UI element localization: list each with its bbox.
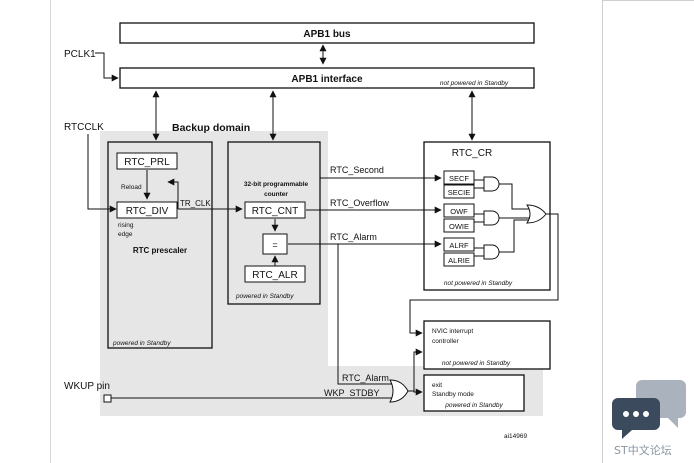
- and-gate-second: [483, 176, 500, 192]
- owie-box: [443, 218, 475, 233]
- nvic-label-line1: NVIC interrupt: [432, 328, 473, 335]
- apb1-interface-box: [119, 67, 535, 89]
- nvic-label-line2: controller: [432, 338, 460, 345]
- alrie-box: [443, 252, 475, 267]
- rtc-cnt-label: RTC_CNT: [252, 206, 298, 217]
- compare-label: =: [272, 240, 277, 250]
- and-gate-alarm: [483, 244, 500, 260]
- alarm-wakeup-line: [337, 244, 392, 385]
- rtc-cr-label: RTC_CR: [452, 148, 492, 159]
- nvic-not-powered-label: not powered in Standby: [442, 360, 511, 367]
- and-gate-overflow: [483, 210, 500, 226]
- rtcclk-line: [87, 134, 117, 213]
- exit-powered-label: powered in Standby: [444, 402, 503, 409]
- counter-title-line1: 32-bit programmable: [244, 181, 309, 188]
- rtc-cnt-box: [244, 201, 306, 219]
- rtc-prl-label: RTC_PRL: [124, 157, 170, 168]
- pclk1-label: PCLK1: [64, 49, 96, 60]
- nvic-block: [423, 320, 551, 370]
- prescaler-powered-label: powered in Standby: [112, 340, 171, 347]
- second-or-wire: [499, 183, 529, 210]
- rtc-div-box: [116, 201, 178, 219]
- figure-id-label: ai14969: [504, 433, 528, 440]
- wakeup-exit-line: [408, 388, 423, 396]
- wkup-pin-terminal: [103, 394, 112, 403]
- backup-domain-label: Backup domain: [172, 122, 250, 134]
- alrf-box: [443, 237, 475, 252]
- rtc-cr-block: [423, 141, 551, 291]
- tr-clk-label: TR_CLK: [180, 199, 211, 208]
- or-gate: [526, 204, 547, 224]
- rtc-alr-box: [244, 265, 306, 283]
- secie-box: [443, 184, 475, 199]
- brand-label[interactable]: ST中文论坛: [614, 444, 672, 457]
- compare-box: [262, 233, 288, 255]
- counter-title-line2: counter: [264, 191, 288, 198]
- rtc-second-label: RTC_Second: [330, 165, 384, 175]
- owf-label: OWF: [450, 207, 468, 216]
- edge-label: edge: [118, 231, 133, 238]
- secf-box: [443, 170, 475, 185]
- exit-label-line1: exit: [432, 382, 442, 389]
- rtc-prl-box: [116, 152, 178, 170]
- chat-bubbles-icon[interactable]: [612, 378, 688, 440]
- pclk1-line: [95, 52, 119, 82]
- rtc-overflow-label: RTC_Overflow: [330, 198, 389, 208]
- wakeup-or-gate: [389, 379, 409, 403]
- backup-domain-shade: [100, 131, 328, 366]
- apb1-interface-label: APB1 interface: [291, 74, 363, 85]
- rtc-prescaler-label: RTC prescaler: [133, 246, 187, 255]
- reload-label: Reload: [121, 184, 142, 191]
- alrie-label: ALRIE: [448, 256, 470, 265]
- interrupt-line: [409, 213, 559, 337]
- exit-standby-block: [423, 374, 525, 412]
- owie-label: OWIE: [449, 222, 469, 231]
- apb1-bus-box: [119, 22, 535, 44]
- exit-label-line2: Standby mode: [432, 391, 474, 398]
- prescaler-block: [107, 141, 213, 349]
- alarm-or-wire: [499, 219, 529, 253]
- alrf-label: ALRF: [449, 241, 469, 250]
- left-frame-line: [50, 0, 51, 463]
- counter-powered-label: powered in Standby: [235, 293, 294, 300]
- wakeup-nvic-line: [413, 348, 423, 391]
- apb1-not-powered-label: not powered in Standby: [440, 80, 509, 87]
- counter-block: [227, 141, 321, 305]
- rtc-alarm-label: RTC_Alarm: [330, 232, 377, 242]
- secie-label: SECIE: [448, 188, 471, 197]
- rtccr-not-powered-label: not powered in Standby: [444, 280, 513, 287]
- top-frame-line: [602, 0, 694, 1]
- apb1-bus-label: APB1 bus: [303, 29, 351, 40]
- wkp-stdby-label: WKP_STDBY: [324, 388, 380, 398]
- owf-box: [443, 203, 475, 218]
- reload-loop-line: [167, 178, 179, 209]
- right-frame-line: [602, 0, 603, 463]
- rtc-alarm-2-label: RTC_Alarm: [342, 373, 389, 383]
- secf-label: SECF: [449, 174, 469, 183]
- rising-label: rising: [118, 222, 134, 229]
- rtc-div-label: RTC_DIV: [126, 206, 169, 217]
- rtc-alr-label: RTC_ALR: [252, 270, 297, 281]
- wkup-pin-label: WKUP pin: [64, 381, 110, 392]
- rtcclk-label: RTCCLK: [64, 122, 104, 133]
